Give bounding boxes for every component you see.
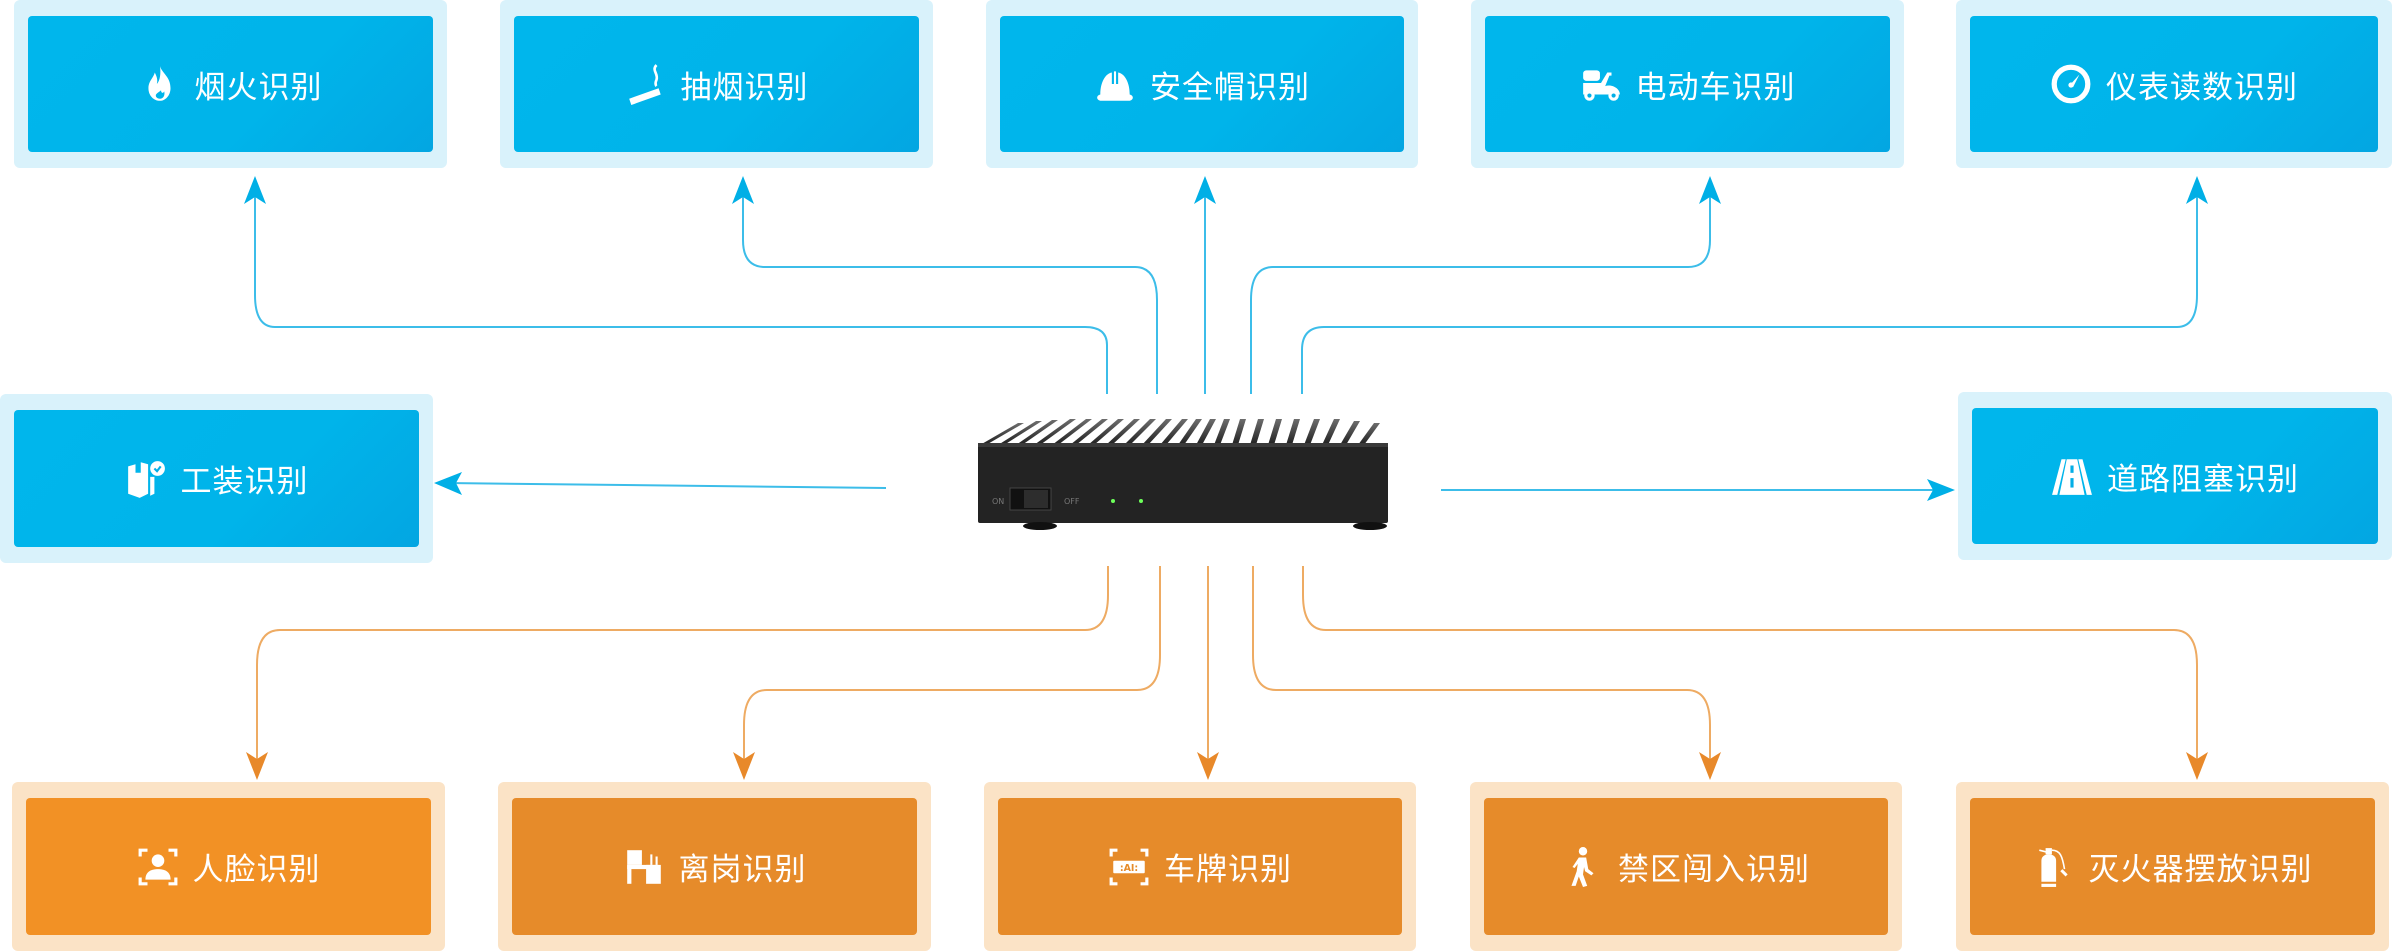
uniform-icon [125, 458, 167, 500]
node-extinguisher-placement[interactable]: 灭火器摆放识别 [1956, 782, 2389, 951]
connector-top-1 [254, 186, 1108, 394]
status-led [1139, 499, 1143, 503]
license-plate-icon: :AI: [1108, 846, 1150, 888]
switch-on-label: ON [992, 497, 1004, 506]
connector-top-5 [1301, 186, 2198, 394]
node-license-plate[interactable]: :AI: 车牌识别 [984, 782, 1416, 951]
arrowhead-left [434, 472, 462, 495]
face-scan-icon [137, 846, 179, 888]
node-label: 抽烟识别 [680, 69, 809, 106]
connector-top-4 [1250, 186, 1711, 394]
desk-icon [623, 846, 665, 888]
gauge-icon [2050, 63, 2092, 105]
arrowhead-right [1927, 479, 1955, 501]
switch-off-label: OFF [1064, 497, 1080, 506]
node-uniform-detection[interactable]: 工装识别 [0, 394, 433, 563]
node-label: 安全帽识别 [1150, 69, 1310, 106]
node-gauge-reading[interactable]: 仪表读数识别 [1956, 0, 2392, 168]
arrowhead-top-4 [1699, 176, 1721, 204]
arrowhead-bottom-4 [1699, 752, 1721, 780]
node-road-blockage[interactable]: 道路阻塞识别 [1958, 392, 2392, 560]
node-label: 仪表读数识别 [2106, 69, 2298, 106]
arrowhead-top-5 [2186, 176, 2208, 204]
device-foot-left [1023, 522, 1057, 530]
node-label: 工装识别 [180, 464, 309, 500]
road-icon [2051, 455, 2093, 497]
node-label: 离岗识别 [678, 852, 807, 888]
node-smoking-detection[interactable]: 抽烟识别 [500, 0, 933, 168]
node-label: 灭火器摆放识别 [2088, 852, 2313, 888]
walking-person-icon [1562, 846, 1604, 888]
cigarette-icon [625, 63, 667, 105]
node-off-post-detection[interactable]: 离岗识别 [498, 782, 931, 951]
connector-top-2 [742, 186, 1158, 394]
connector-bottom-4 [1252, 566, 1711, 770]
connector-bottom-2 [743, 566, 1161, 770]
arrowhead-bottom-5 [2186, 752, 2208, 780]
fire-icon [139, 63, 181, 105]
arrowhead-bottom-2 [733, 752, 755, 780]
node-label: 烟火识别 [194, 69, 323, 106]
node-label: 车牌识别 [1164, 852, 1292, 888]
heatsink-fins [980, 419, 1380, 445]
connector-bottom-1 [256, 566, 1109, 770]
node-helmet-detection[interactable]: 安全帽识别 [986, 0, 1418, 168]
device-foot-right [1353, 522, 1387, 530]
helmet-icon [1094, 63, 1136, 105]
node-label: 道路阻塞识别 [2107, 461, 2299, 498]
svg-text::AI:: :AI: [1120, 863, 1138, 874]
node-label: 禁区闯入识别 [1618, 852, 1810, 888]
node-ebike-detection[interactable]: 电动车识别 [1471, 0, 1904, 168]
node-label: 人脸识别 [192, 852, 321, 888]
scooter-icon [1580, 63, 1622, 105]
node-label: 电动车识别 [1635, 69, 1796, 106]
arrowhead-top-3 [1194, 176, 1216, 204]
edge-computing-box: ON OFF [978, 415, 1390, 530]
device-body [978, 443, 1388, 523]
node-restricted-area-intrusion[interactable]: 禁区闯入识别 [1470, 782, 1902, 951]
arrowhead-bottom-3 [1197, 752, 1219, 780]
power-led [1111, 499, 1115, 503]
arrowhead-bottom-1 [246, 752, 268, 780]
fire-extinguisher-icon [2033, 846, 2075, 888]
node-face-recognition[interactable]: 人脸识别 [12, 782, 445, 951]
node-fire-detection[interactable]: 烟火识别 [14, 0, 447, 168]
arrowhead-top-1 [244, 176, 266, 204]
arrowhead-top-2 [732, 176, 754, 204]
connector-bottom-5 [1302, 566, 2198, 770]
connector-left [445, 482, 887, 489]
